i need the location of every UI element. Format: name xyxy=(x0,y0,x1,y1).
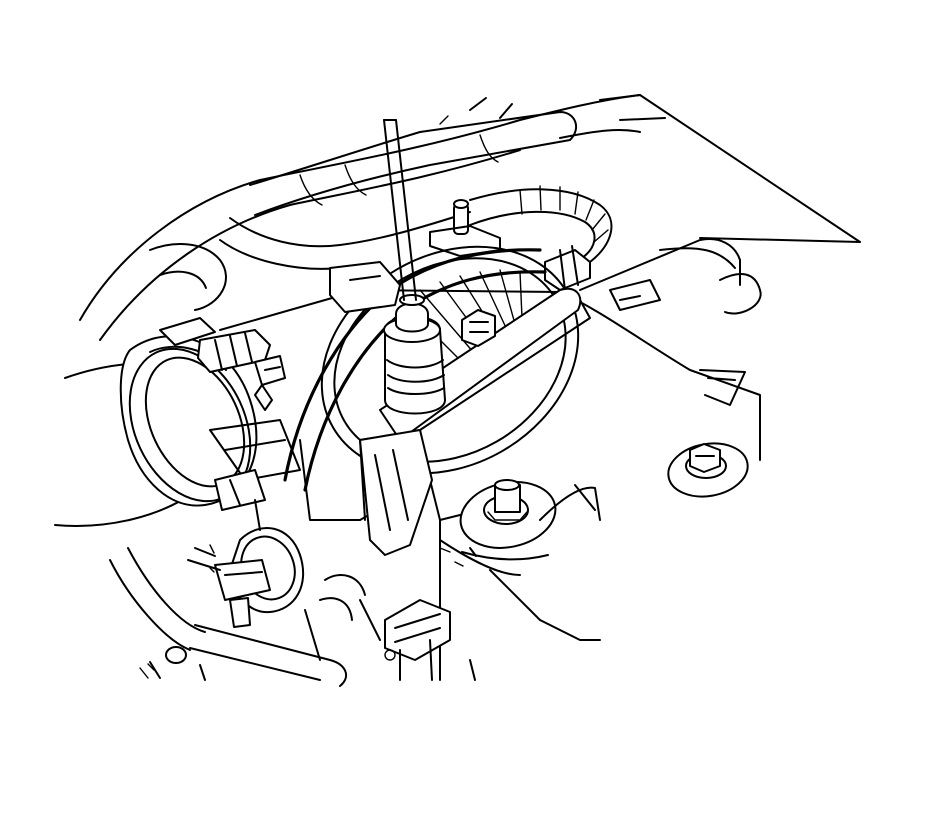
hose-clamp xyxy=(159,317,286,411)
cowl-panel xyxy=(579,237,861,406)
lower-stud xyxy=(459,479,601,561)
lower-tubing xyxy=(109,547,366,687)
top-stud xyxy=(429,199,501,257)
center-bolt xyxy=(461,309,496,347)
upper-nut xyxy=(667,442,749,498)
upper-hose-assembly xyxy=(79,94,861,341)
detail-marks xyxy=(147,547,464,671)
lower-fitting xyxy=(359,599,451,681)
sensor-plug xyxy=(383,294,446,415)
lower-connectors xyxy=(187,419,305,628)
ribbed-hose xyxy=(469,185,613,291)
service-tool xyxy=(383,119,417,301)
